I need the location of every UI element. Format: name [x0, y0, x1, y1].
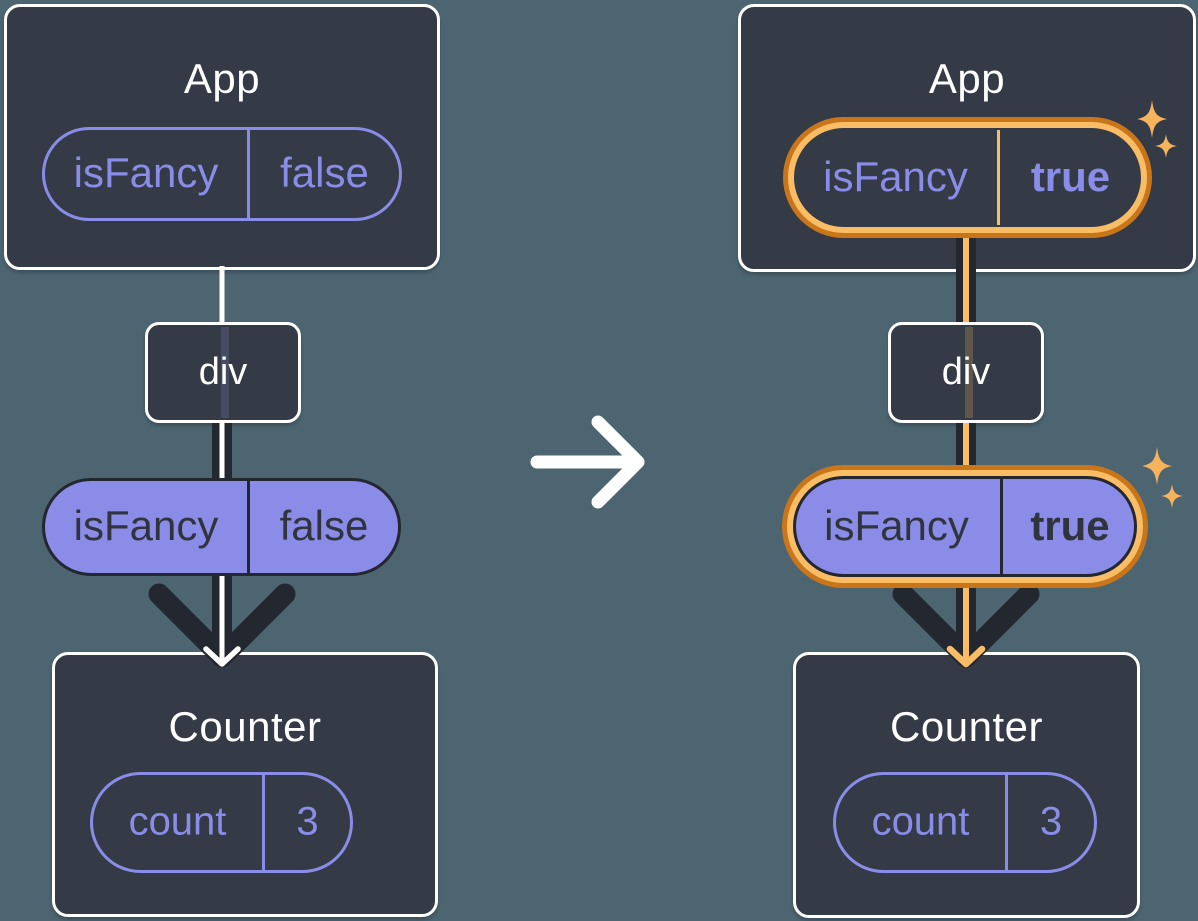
pill-divider [247, 130, 250, 218]
state-pill-counter-right: count 3 [833, 772, 1097, 873]
state-name: count [871, 799, 970, 844]
prop-name: isFancy [823, 152, 968, 200]
counter-title: Counter [168, 703, 322, 750]
flow-line-behind-div [965, 327, 973, 418]
div-label: div [941, 351, 991, 393]
state-name: count [128, 799, 227, 844]
pill-core [794, 128, 1141, 227]
div-card-right: div [888, 322, 1044, 423]
highlighted-passed-prop-pill-right: isFancy true [782, 465, 1148, 588]
counter-card-left: Counter [52, 652, 438, 917]
pill-divider [1005, 775, 1008, 870]
state-value: 3 [296, 799, 319, 844]
prop-name: isFancy [73, 502, 219, 550]
passed-prop-pill-left: isFancy false [42, 478, 401, 576]
state-pill-counter-left: count 3 [90, 772, 353, 873]
flow-line-behind-div [221, 327, 229, 418]
pill-divider [247, 481, 250, 573]
prop-value: true [1030, 501, 1110, 549]
highlighted-prop-pill-app-right: isFancy true [783, 117, 1152, 238]
div-card-left: div [145, 322, 301, 423]
prop-name: isFancy [824, 501, 969, 549]
arrow-right-icon [530, 415, 645, 509]
prop-name: isFancy [73, 149, 219, 197]
prop-value: false [279, 502, 369, 550]
app-title: App [928, 55, 1006, 102]
pill-divider [997, 130, 1000, 225]
sparkles-icon [1142, 447, 1183, 508]
pill-divider [1000, 478, 1003, 575]
prop-value: false [280, 149, 369, 197]
counter-title: Counter [890, 703, 1043, 750]
prop-pill-app-left: isFancy false [42, 127, 402, 221]
prop-value: true [1030, 152, 1111, 200]
arrow-down-icon [892, 236, 1040, 668]
app-title: App [183, 55, 261, 102]
pill-divider [262, 775, 265, 870]
state-value: 3 [1039, 799, 1063, 844]
div-label: div [198, 351, 248, 393]
